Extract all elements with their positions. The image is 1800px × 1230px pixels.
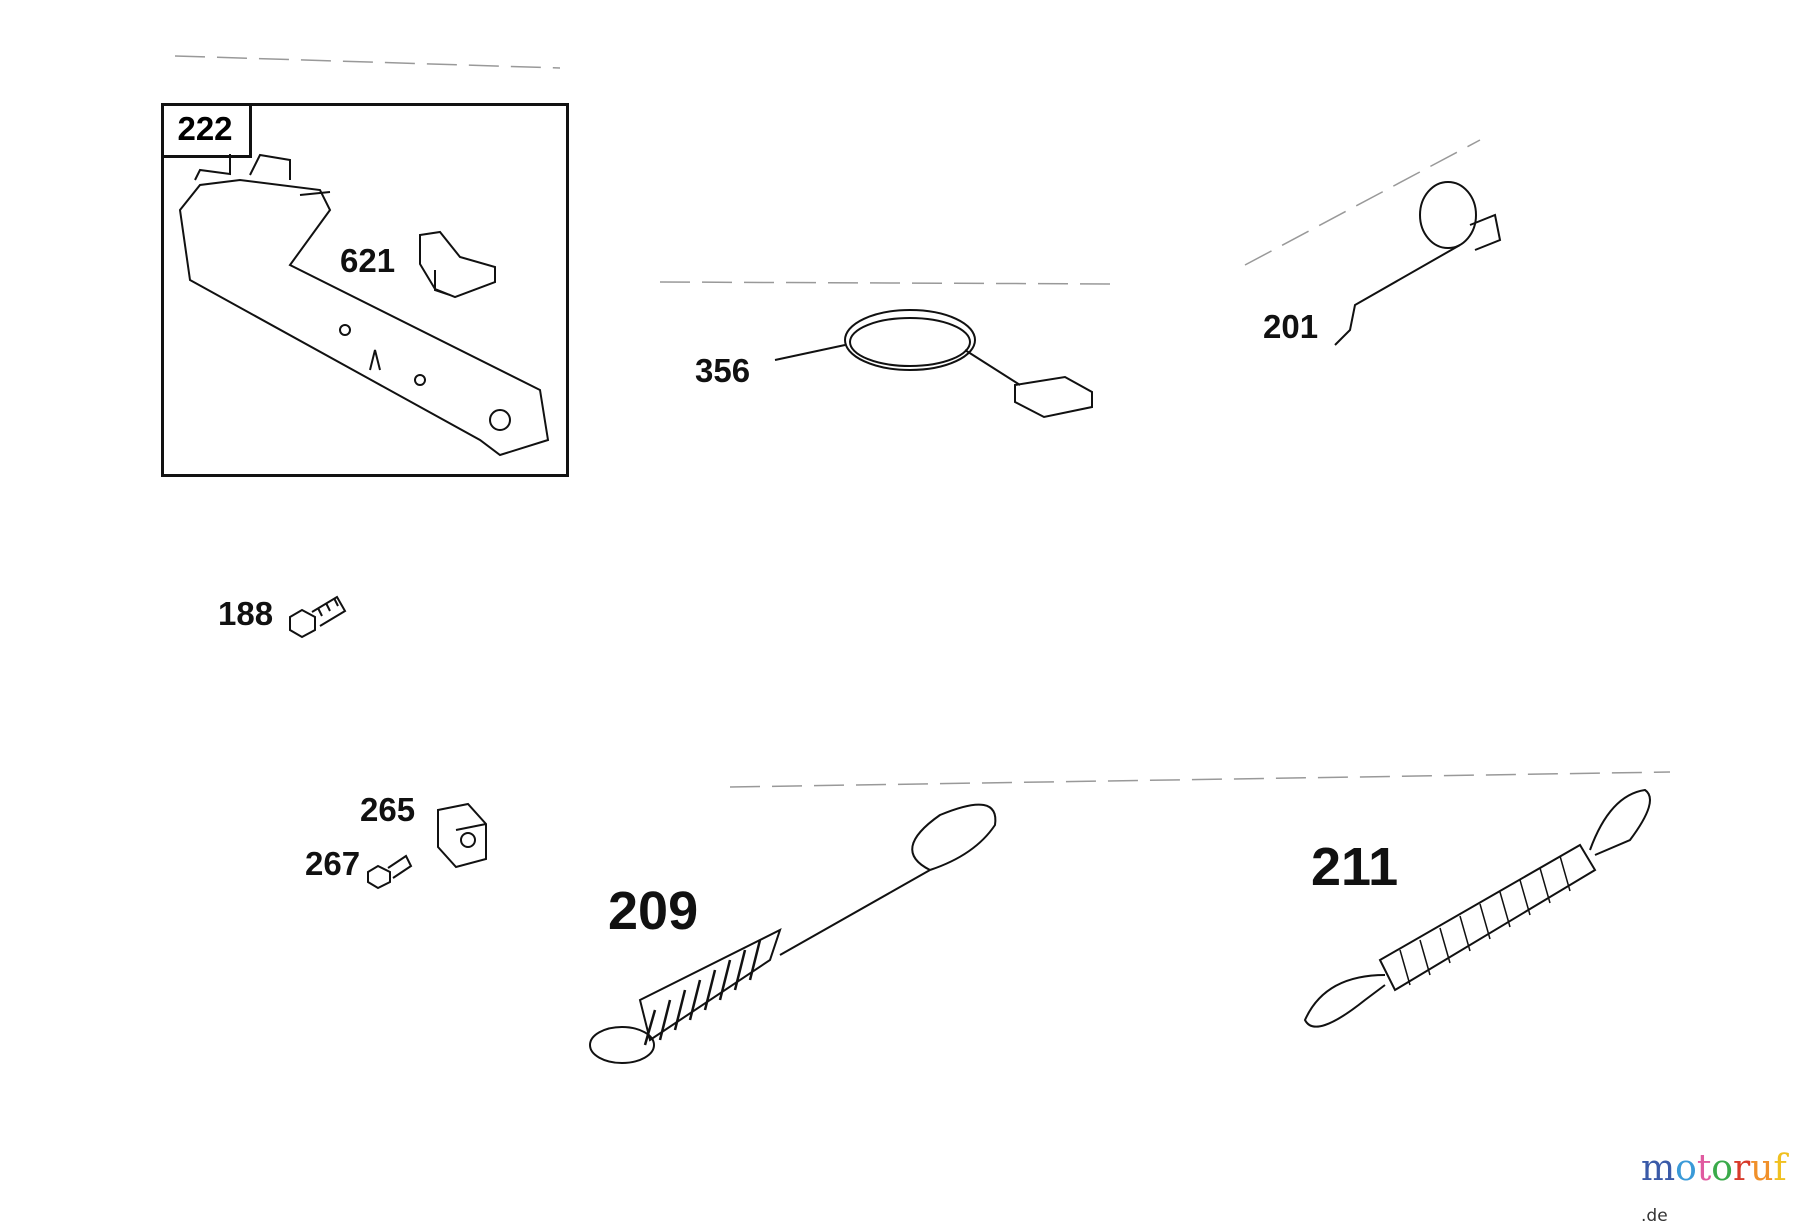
- wm-letter: u: [1750, 1148, 1774, 1189]
- part-label-188[interactable]: 188: [218, 595, 274, 632]
- wm-letter: t: [1696, 1148, 1712, 1189]
- part-201-link: [1334, 181, 1502, 346]
- part-label-209[interactable]: 209: [608, 881, 699, 941]
- part-188-screw: [289, 595, 347, 639]
- part-label-211[interactable]: 211: [1311, 837, 1399, 897]
- part-222-frame: [161, 103, 569, 477]
- part-label-267[interactable]: 267: [305, 845, 361, 882]
- part-label-621[interactable]: 621: [340, 242, 396, 279]
- wm-letter: o: [1675, 1148, 1697, 1189]
- wm-suffix: .de: [1641, 1206, 1668, 1226]
- part-209-spring: [589, 803, 997, 1064]
- wm-letter: m: [1641, 1148, 1676, 1189]
- part-211-spring: [1303, 788, 1651, 1028]
- part-356-wire: [774, 309, 1093, 419]
- part-222-bracket: [178, 153, 550, 457]
- part-label-265[interactable]: 265: [360, 791, 416, 828]
- wm-letter: f: [1773, 1148, 1787, 1189]
- part-label-201[interactable]: 201: [1263, 308, 1319, 345]
- part-621-clip: [419, 230, 496, 299]
- parts-drawing: [174, 55, 1671, 1064]
- part-label-356[interactable]: 356: [695, 352, 751, 389]
- wm-letter: r: [1732, 1148, 1751, 1189]
- part-265-block: [437, 802, 487, 869]
- part-267-screw: [367, 854, 413, 890]
- watermark-logo: motoruf .de: [1641, 1148, 1800, 1230]
- part-label-222[interactable]: 222: [161, 103, 252, 158]
- wm-letter: o: [1711, 1148, 1733, 1189]
- construction-lines: [174, 55, 1671, 788]
